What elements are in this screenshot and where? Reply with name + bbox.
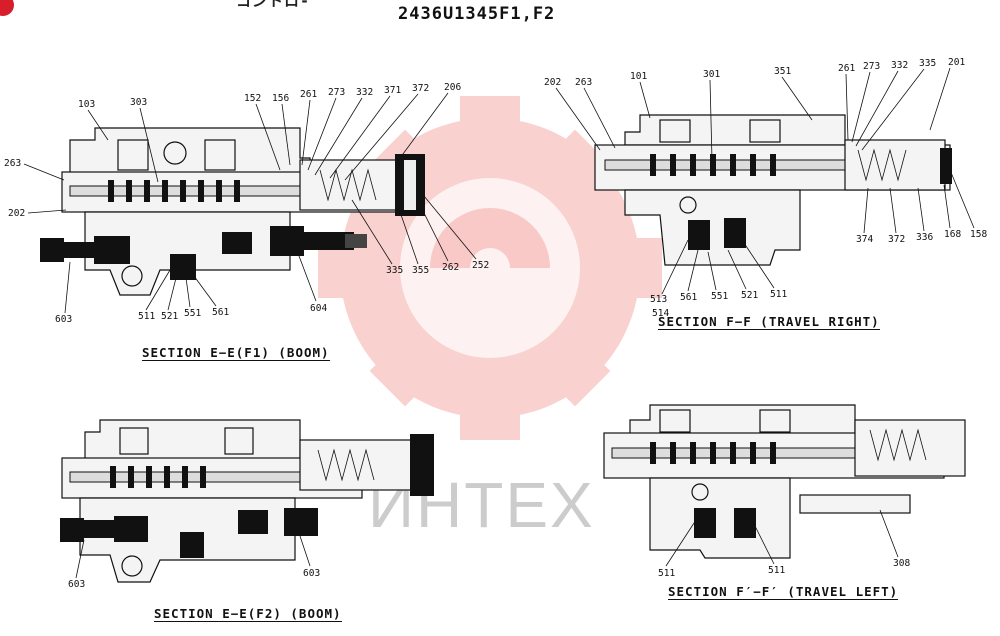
callout-511: 511	[138, 311, 155, 322]
callout-355: 355	[412, 265, 429, 276]
callout-308: 308	[893, 558, 910, 569]
callout-351: 351	[774, 66, 791, 77]
callout-374: 374	[856, 234, 873, 245]
callout-561-ff: 561	[680, 292, 697, 303]
caption-section-ff-left: SECTION F′−F′ (TRAVEL LEFT)	[668, 584, 899, 600]
caption-section-ee-f1: SECTION E−E(F1) (BOOM)	[142, 345, 330, 361]
callout-273-ff: 273	[863, 61, 880, 72]
callout-511-fl-right: 511	[768, 565, 785, 576]
callout-252: 252	[472, 260, 489, 271]
callout-335-ff: 335	[919, 58, 936, 69]
callout-263-ff: 263	[575, 77, 592, 88]
callout-521-ff: 521	[741, 290, 758, 301]
callout-561: 561	[212, 307, 229, 318]
callout-262: 262	[442, 262, 459, 273]
callout-551-ff: 551	[711, 291, 728, 302]
callout-156: 156	[272, 93, 289, 104]
callout-372-ff: 372	[888, 234, 905, 245]
callout-332: 332	[356, 87, 373, 98]
callout-202: 202	[8, 208, 25, 219]
callout-201: 201	[948, 57, 965, 68]
callout-603: 603	[55, 314, 72, 325]
callout-263: 263	[4, 158, 21, 169]
red-corner-mark	[0, 0, 14, 16]
callout-335: 335	[386, 265, 403, 276]
top-cut-text: コントロ-	[236, 0, 311, 10]
callout-513: 513	[650, 294, 667, 305]
callout-103: 103	[78, 99, 95, 110]
callout-371: 371	[384, 85, 401, 96]
callout-261: 261	[300, 89, 317, 100]
callout-261-ff: 261	[838, 63, 855, 74]
callout-551: 551	[184, 308, 201, 319]
caption-section-ff-right: SECTION F−F (TRAVEL RIGHT)	[658, 314, 880, 330]
callout-101: 101	[630, 71, 647, 82]
callout-301: 301	[703, 69, 720, 80]
callout-603-f2-right: 603	[303, 568, 320, 579]
callout-332-ff: 332	[891, 60, 908, 71]
callout-511-ff: 511	[770, 289, 787, 300]
callout-511-fl-left: 511	[658, 568, 675, 579]
callout-158: 158	[970, 229, 987, 240]
callout-336: 336	[916, 232, 933, 243]
callout-303: 303	[130, 97, 147, 108]
part-number-title: 2436U1345F1,F2	[398, 4, 556, 24]
callout-273: 273	[328, 87, 345, 98]
callout-152: 152	[244, 93, 261, 104]
callout-603-f2-left: 603	[68, 579, 85, 590]
callout-372: 372	[412, 83, 429, 94]
callout-202-ff: 202	[544, 77, 561, 88]
callout-514: 514	[652, 308, 669, 319]
callout-206: 206	[444, 82, 461, 93]
callout-168: 168	[944, 229, 961, 240]
callout-521: 521	[161, 311, 178, 322]
caption-section-ee-f2: SECTION E−E(F2) (BOOM)	[154, 606, 342, 622]
callout-604: 604	[310, 303, 327, 314]
